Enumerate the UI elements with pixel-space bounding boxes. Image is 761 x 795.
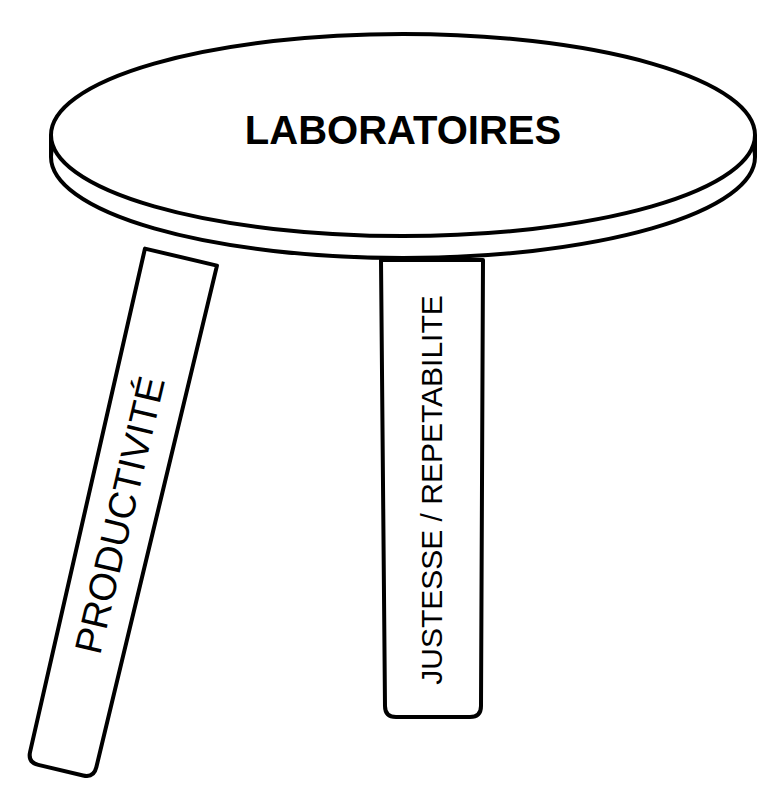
seat-edge bbox=[753, 135, 757, 157]
leg-outline bbox=[24, 249, 217, 779]
seat-label: LABORATOIRES bbox=[245, 108, 561, 153]
stool-seat: LABORATOIRES bbox=[47, 30, 759, 270]
seat-edge bbox=[49, 135, 53, 157]
stool-leg: JUSTESSE / REPETABILITE bbox=[378, 260, 486, 720]
stool-leg: PRODUCTIVITÉ bbox=[20, 248, 220, 782]
leg-outline bbox=[381, 260, 483, 717]
seat-surface bbox=[51, 34, 755, 236]
leg-label: JUSTESSE / REPETABILITE bbox=[415, 295, 449, 685]
